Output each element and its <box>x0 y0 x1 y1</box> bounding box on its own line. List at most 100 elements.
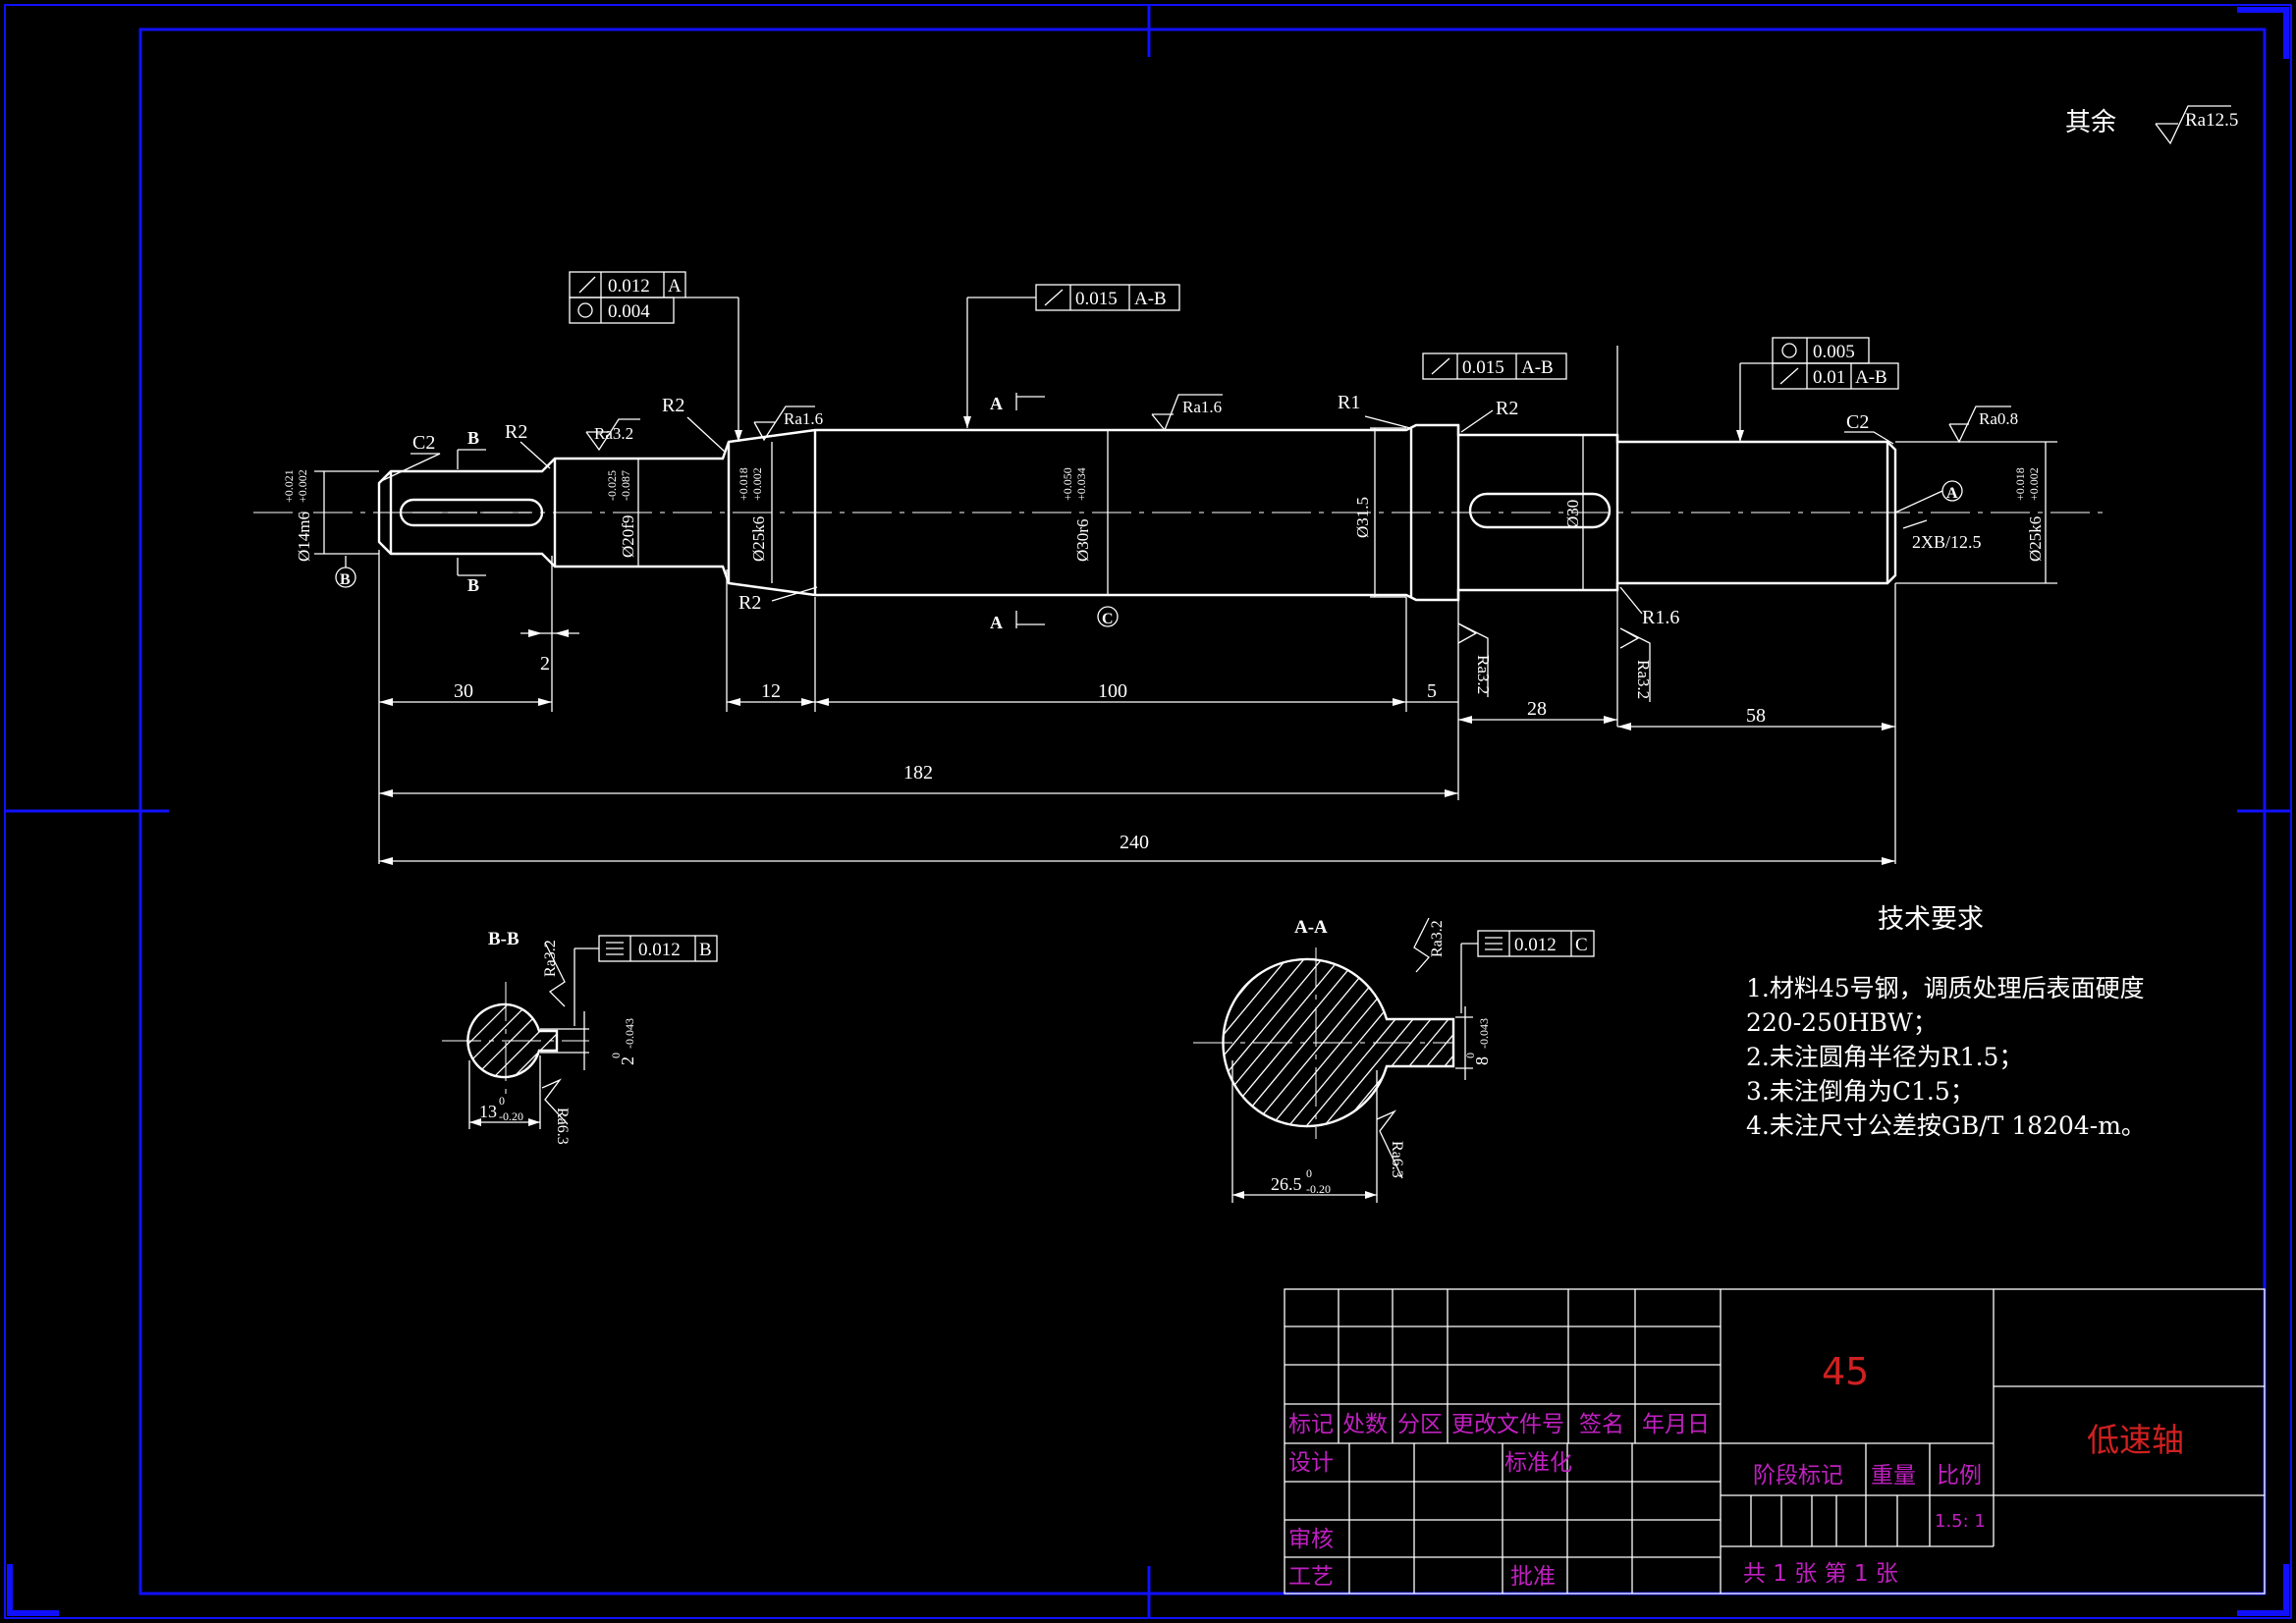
annotations: C2 C2 R2 R2 R2 R2 R1 R1.6 Ra3.2 Ra1.6 Ra… <box>335 392 2018 702</box>
svg-text:分区: 分区 <box>1397 1412 1443 1437</box>
dim-d25a: Ø25k6 <box>749 516 768 562</box>
svg-text:批准: 批准 <box>1510 1564 1556 1590</box>
svg-text:A: A <box>990 394 1003 413</box>
shaft-main-view <box>253 423 2106 602</box>
svg-text:B: B <box>699 940 712 960</box>
material-value: 45 <box>1822 1350 1869 1393</box>
svg-text:0.012: 0.012 <box>638 940 681 960</box>
drawing-frame <box>4 4 2292 1619</box>
svg-text:13: 13 <box>479 1102 497 1121</box>
svg-text:A-B: A-B <box>1521 357 1554 378</box>
hatch-line <box>980 943 1176 1178</box>
svg-text:0.01: 0.01 <box>1813 367 1845 388</box>
svg-text:-0.025: -0.025 <box>605 470 619 501</box>
dim-240: 240 <box>1120 832 1149 853</box>
svg-text:重量: 重量 <box>1871 1463 1916 1488</box>
svg-text:标准化: 标准化 <box>1504 1450 1572 1476</box>
hatch-line <box>1223 958 1301 1126</box>
tech-line-4: 3.未注倒角为C1.5； <box>1746 1077 1975 1106</box>
svg-text:Ra6.3: Ra6.3 <box>554 1108 571 1145</box>
svg-text:8: 8 <box>1472 1056 1492 1065</box>
svg-text:Ra3.2: Ra3.2 <box>594 424 633 443</box>
dim-182: 182 <box>903 762 933 784</box>
svg-text:C: C <box>1102 611 1114 627</box>
tech-line-5: 4.未注尺寸公差按GB/T 18204-m。 <box>1746 1111 2146 1140</box>
svg-text:Ra1.6: Ra1.6 <box>784 409 823 428</box>
svg-text:A-B: A-B <box>1134 289 1167 309</box>
diameter-dimensions: Ø14m6 +0.021 +0.002 Ø20f9 -0.025 -0.087 … <box>282 427 2057 598</box>
hatch-line <box>1223 958 1390 1126</box>
svg-text:B: B <box>467 575 479 595</box>
svg-text:Ra3.2: Ra3.2 <box>1474 655 1493 694</box>
svg-text:工艺: 工艺 <box>1288 1564 1334 1590</box>
svg-text:0.015: 0.015 <box>1462 357 1504 378</box>
svg-text:C2: C2 <box>1846 411 1869 433</box>
svg-text:R2: R2 <box>662 395 684 416</box>
hatch-line <box>1223 958 1230 1126</box>
svg-text:0.015: 0.015 <box>1075 289 1118 309</box>
hatch-line <box>1015 943 1212 1178</box>
svg-text:A: A <box>990 613 1003 632</box>
hatch-line <box>1315 958 1453 1126</box>
technical-requirements: 技术要求 1.材料45号钢，调质处理后表面硬度 220-250HBW； 2.未注… <box>1746 904 2146 1140</box>
hatch-line <box>1439 958 1453 1126</box>
svg-text:0: 0 <box>609 1053 623 1058</box>
svg-text:签名: 签名 <box>1579 1412 1624 1437</box>
svg-text:+0.002: +0.002 <box>750 467 764 501</box>
svg-text:26.5: 26.5 <box>1271 1174 1302 1194</box>
section-aa: A-A 0.012 C 8 0 -0.043 Ra3.2 Ra6.3 26.5 … <box>962 917 1595 1203</box>
svg-text:2: 2 <box>618 1056 637 1065</box>
dim-d14: Ø14m6 <box>295 512 313 562</box>
other-label: 其余 <box>2065 108 2116 136</box>
svg-text:阶段标记: 阶段标记 <box>1753 1463 1843 1488</box>
svg-text:R2: R2 <box>505 421 527 443</box>
svg-text:0: 0 <box>1463 1053 1477 1058</box>
scale-value: 1.5: 1 <box>1935 1511 1986 1532</box>
hatch-line <box>1244 958 1443 1126</box>
svg-text:B: B <box>340 571 351 588</box>
svg-text:比例: 比例 <box>1937 1463 1982 1488</box>
dim-d30: Ø30 <box>1563 500 1582 528</box>
svg-text:-0.043: -0.043 <box>623 1018 636 1049</box>
hatch-line <box>1223 958 1337 1126</box>
svg-text:标记: 标记 <box>1288 1412 1334 1437</box>
hatch-line <box>1223 958 1354 1126</box>
svg-text:A: A <box>1946 485 1958 502</box>
dim-d20: Ø20f9 <box>619 515 637 558</box>
svg-text:A-B: A-B <box>1855 367 1887 388</box>
dim-d25b: Ø25k6 <box>2026 516 2045 562</box>
section-bb: B-B 0.012 B 2 0 -0.043 Ra3.2 Ra6.3 13 0 … <box>442 929 718 1145</box>
svg-text:处数: 处数 <box>1342 1412 1388 1437</box>
part-name: 低速轴 <box>2087 1421 2184 1459</box>
svg-text:0.004: 0.004 <box>608 301 650 322</box>
svg-text:Ra3.2: Ra3.2 <box>1634 660 1653 699</box>
surface-finish-other: 其余 Ra12.5 <box>2065 105 2238 145</box>
hatch-line <box>1421 958 1453 1126</box>
svg-text:+0.018: +0.018 <box>737 467 750 501</box>
svg-text:C2: C2 <box>412 432 435 454</box>
dim-30: 30 <box>454 680 473 702</box>
dim-28: 28 <box>1527 698 1547 720</box>
svg-text:+0.021: +0.021 <box>282 469 296 503</box>
length-dimensions: 30 2 12 100 5 28 58 182 240 <box>378 346 1896 865</box>
svg-text:A-A: A-A <box>1294 917 1328 938</box>
hatch-line <box>1333 958 1453 1126</box>
other-ra: Ra12.5 <box>2185 110 2238 131</box>
dim-100: 100 <box>1098 680 1127 702</box>
svg-text:-0.20: -0.20 <box>499 1109 523 1123</box>
hatch-line <box>1223 958 1372 1126</box>
hatch-line <box>1350 958 1453 1126</box>
svg-text:Ra3.2: Ra3.2 <box>1429 920 1446 957</box>
svg-text:更改文件号: 更改文件号 <box>1451 1412 1564 1437</box>
svg-text:R1: R1 <box>1338 392 1360 413</box>
hatch-line <box>962 943 1159 1178</box>
hatch-line <box>1280 958 1453 1126</box>
hatch-line <box>1403 958 1453 1126</box>
svg-text:-0.043: -0.043 <box>1477 1018 1491 1049</box>
svg-text:0.012: 0.012 <box>608 276 650 297</box>
svg-text:-0.20: -0.20 <box>1306 1182 1331 1196</box>
hatch-line <box>1223 958 1319 1126</box>
hatch-line <box>1223 958 1284 1126</box>
keyway-right <box>1468 492 1612 529</box>
